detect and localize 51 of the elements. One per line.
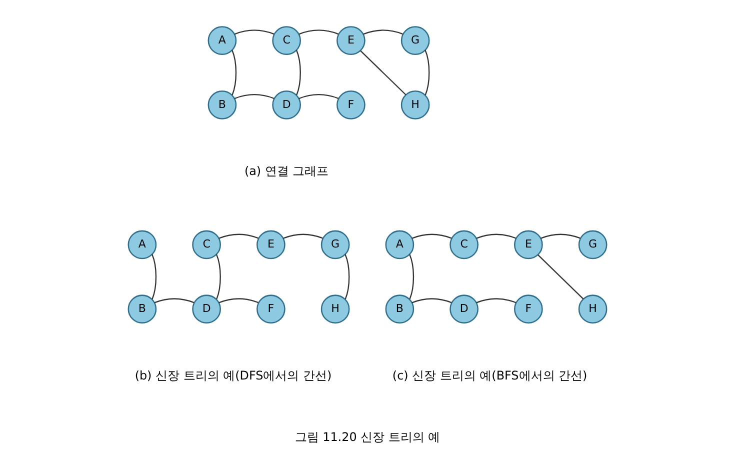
node-circle: F: [256, 294, 285, 324]
connector: [231, 50, 236, 96]
node-circle: D: [449, 294, 478, 324]
connector: [298, 94, 338, 100]
node-circle: A: [207, 26, 236, 55]
connector: [295, 50, 300, 96]
connector: [476, 298, 516, 304]
node-circle: G: [320, 230, 350, 260]
node-circle: A: [127, 230, 156, 260]
node-circle: F: [514, 294, 542, 324]
node-circle: B: [127, 294, 156, 324]
connector: [218, 298, 258, 304]
node-circle: D: [192, 294, 220, 324]
connector: [408, 254, 414, 300]
node-circle: H: [320, 294, 350, 324]
connector: [344, 254, 350, 300]
connector: [360, 50, 406, 96]
connector: [411, 234, 452, 239]
node-circle: B: [207, 90, 236, 120]
connector: [234, 94, 274, 100]
connector: [215, 254, 220, 300]
node-circle: G: [400, 26, 430, 55]
connector: [282, 234, 322, 239]
node-circle: H: [578, 294, 607, 324]
connector: [234, 30, 274, 35]
node-circle: F: [336, 90, 365, 120]
connector: [151, 254, 156, 300]
node-circle: C: [272, 26, 300, 55]
connector: [476, 234, 516, 239]
label: (b) 신장 트리의 예(DFS에서의 간선): [134, 368, 332, 382]
node-circle: E: [514, 230, 542, 260]
label: (c) 신장 트리의 예(BFS에서의 간선): [392, 368, 587, 382]
connector: [298, 30, 338, 35]
node-circle: A: [384, 230, 414, 260]
node-circle: E: [336, 26, 365, 55]
connector: [154, 298, 194, 304]
connector: [218, 234, 258, 239]
node-circle: C: [449, 230, 478, 260]
node-circle: D: [272, 90, 300, 120]
connector: [540, 234, 580, 239]
connector: [424, 50, 430, 96]
node-circle: E: [256, 230, 285, 260]
node-circle: B: [384, 294, 414, 324]
node-circle: G: [578, 230, 607, 260]
connector: [537, 254, 584, 300]
caption: 그림 11.20 신장 트리의 예: [294, 430, 440, 444]
connector: [362, 30, 402, 35]
connector: [411, 298, 452, 304]
node-circle: H: [400, 90, 430, 120]
node-circle: C: [192, 230, 220, 260]
label: (a) 연결 그래프: [244, 164, 328, 178]
